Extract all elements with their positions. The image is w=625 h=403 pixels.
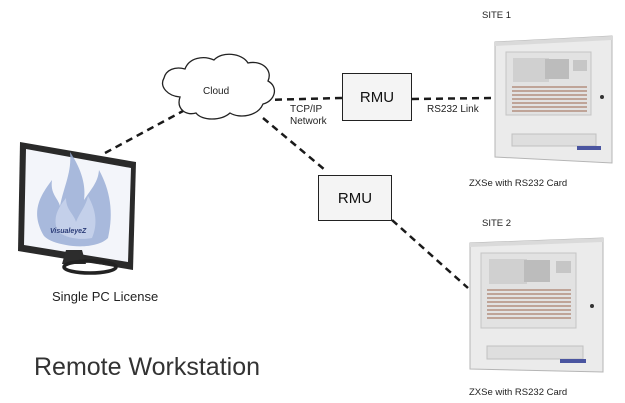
- network-label-line2: Network: [290, 116, 327, 127]
- link-cloud-rmu-top: [262, 96, 343, 102]
- link-monitor-cloud: [104, 109, 184, 155]
- fire-panel-site1-icon: [494, 35, 613, 164]
- rmu-top-box: RMU: [342, 73, 412, 121]
- rs232-link-label: RS232 Link: [427, 104, 479, 115]
- link-rmu-panel1: [411, 96, 494, 101]
- page-heading: Remote Workstation: [34, 353, 261, 381]
- monitor-brand-label: VisualeyeZ: [50, 228, 87, 235]
- site1-title: SITE 1: [482, 10, 512, 21]
- link-rmu-panel2: [391, 219, 469, 289]
- cloud-icon: [162, 53, 276, 120]
- site1-caption: ZXSe with RS232 Card: [469, 178, 568, 189]
- rmu-bottom-label: RMU: [337, 189, 373, 207]
- network-label-line1: TCP/IP: [290, 104, 323, 115]
- site2-title: SITE 2: [482, 218, 512, 229]
- license-caption: Single PC License: [52, 289, 159, 304]
- link-cloud-rmu-bottom: [262, 117, 326, 171]
- rmu-bottom-box: RMU: [318, 175, 392, 221]
- rmu-top-label: RMU: [359, 88, 395, 106]
- site2-caption: ZXSe with RS232 Card: [469, 387, 568, 398]
- fire-panel-site2-icon: [469, 237, 604, 373]
- monitor-icon: [18, 142, 136, 275]
- cloud-label: Cloud: [203, 86, 230, 97]
